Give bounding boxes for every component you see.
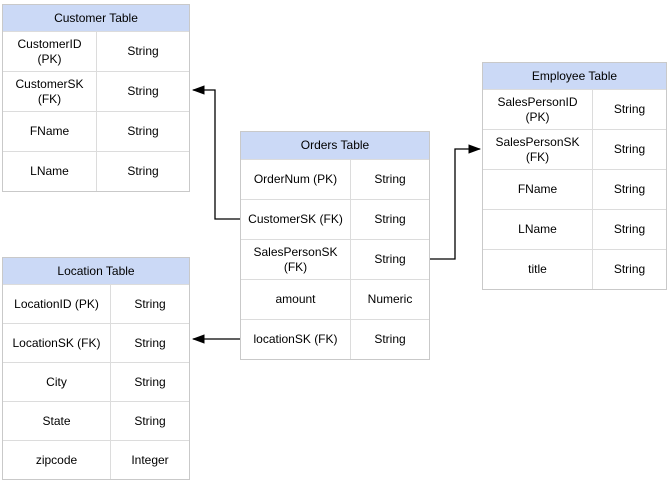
field-name-cell: CustomerID (PK) [3, 32, 97, 71]
employee-table-title: Employee Table [531, 68, 618, 83]
field-name-cell: CustomerSK (FK) [3, 72, 97, 111]
location-table: Location Table LocationID (PK) String Lo… [2, 257, 190, 480]
field-name-cell: locationSK (FK) [241, 320, 351, 359]
field-name-cell: State [3, 402, 111, 440]
field-name-cell: FName [483, 170, 593, 209]
customer-table-header: Customer Table [3, 5, 189, 31]
table-row: CustomerSK (FK) String [241, 199, 429, 239]
field-type-cell: String [613, 142, 646, 156]
field-type-cell: String [134, 296, 166, 311]
field-type-cell: Numeric [367, 292, 413, 306]
table-row: LocationID (PK) String [3, 284, 189, 323]
field-name-cell: title [483, 250, 593, 289]
connector-orders-to-employee-arrow [430, 144, 482, 260]
table-row: City String [3, 362, 189, 401]
table-row: SalesPersonSK (FK) String [241, 239, 429, 279]
table-row: LocationSK (FK) String [3, 323, 189, 362]
field-type-cell: String [613, 262, 646, 276]
connector-orders-to-customer-arrow [191, 85, 240, 220]
table-row: locationSK (FK) String [241, 319, 429, 359]
table-row: CustomerSK (FK) String [3, 71, 189, 111]
employee-table-header: Employee Table [483, 63, 666, 89]
field-name-cell: OrderNum (PK) [241, 160, 351, 199]
field-type-cell: String [127, 164, 159, 178]
table-row: zipcode Integer [3, 440, 189, 479]
table-row: title String [483, 249, 666, 289]
orders-table-header: Orders Table [241, 132, 429, 159]
field-name-cell: amount [241, 280, 351, 319]
field-name-cell: SalesPersonSK (FK) [241, 240, 351, 279]
field-name-cell: zipcode [3, 441, 111, 479]
field-type-cell: String [374, 332, 406, 346]
table-row: SalesPersonSK (FK) String [483, 129, 666, 169]
orders-table: Orders Table OrderNum (PK) String Custom… [240, 131, 430, 360]
field-name-cell: LName [483, 210, 593, 249]
table-row: State String [3, 401, 189, 440]
table-row: CustomerID (PK) String [3, 31, 189, 71]
location-table-title: Location Table [57, 263, 135, 278]
field-type-cell: String [374, 172, 406, 186]
field-type-cell: String [134, 413, 166, 428]
customer-table-title: Customer Table [54, 10, 138, 25]
field-type-cell: String [134, 335, 166, 350]
field-name-cell: LocationSK (FK) [3, 324, 111, 362]
location-table-header: Location Table [3, 258, 189, 284]
field-type-cell: String [613, 102, 646, 116]
field-name-cell: SalesPersonSK (FK) [483, 130, 593, 169]
field-name-cell: City [3, 363, 111, 401]
field-type-cell: String [127, 44, 159, 58]
table-row: OrderNum (PK) String [241, 159, 429, 199]
customer-table: Customer Table CustomerID (PK) String Cu… [2, 4, 190, 192]
orders-table-title: Orders Table [300, 138, 370, 152]
employee-table: Employee Table SalesPersonID (PK) String… [482, 62, 667, 290]
field-name-cell: FName [3, 112, 97, 151]
field-type-cell: String [613, 182, 646, 196]
table-row: FName String [3, 111, 189, 151]
field-type-cell: String [374, 212, 406, 226]
field-type-cell: Integer [131, 452, 169, 467]
field-type-cell: String [613, 222, 646, 236]
table-row: amount Numeric [241, 279, 429, 319]
field-name-cell: SalesPersonID (PK) [483, 90, 593, 129]
table-row: LName String [483, 209, 666, 249]
field-type-cell: String [127, 84, 159, 98]
field-type-cell: String [374, 252, 406, 266]
field-name-cell: LocationID (PK) [3, 285, 111, 323]
field-name-cell: LName [3, 152, 97, 191]
table-row: LName String [3, 151, 189, 191]
table-row: FName String [483, 169, 666, 209]
field-type-cell: String [134, 374, 166, 389]
table-row: SalesPersonID (PK) String [483, 89, 666, 129]
field-name-cell: CustomerSK (FK) [241, 200, 351, 239]
field-type-cell: String [127, 124, 159, 138]
